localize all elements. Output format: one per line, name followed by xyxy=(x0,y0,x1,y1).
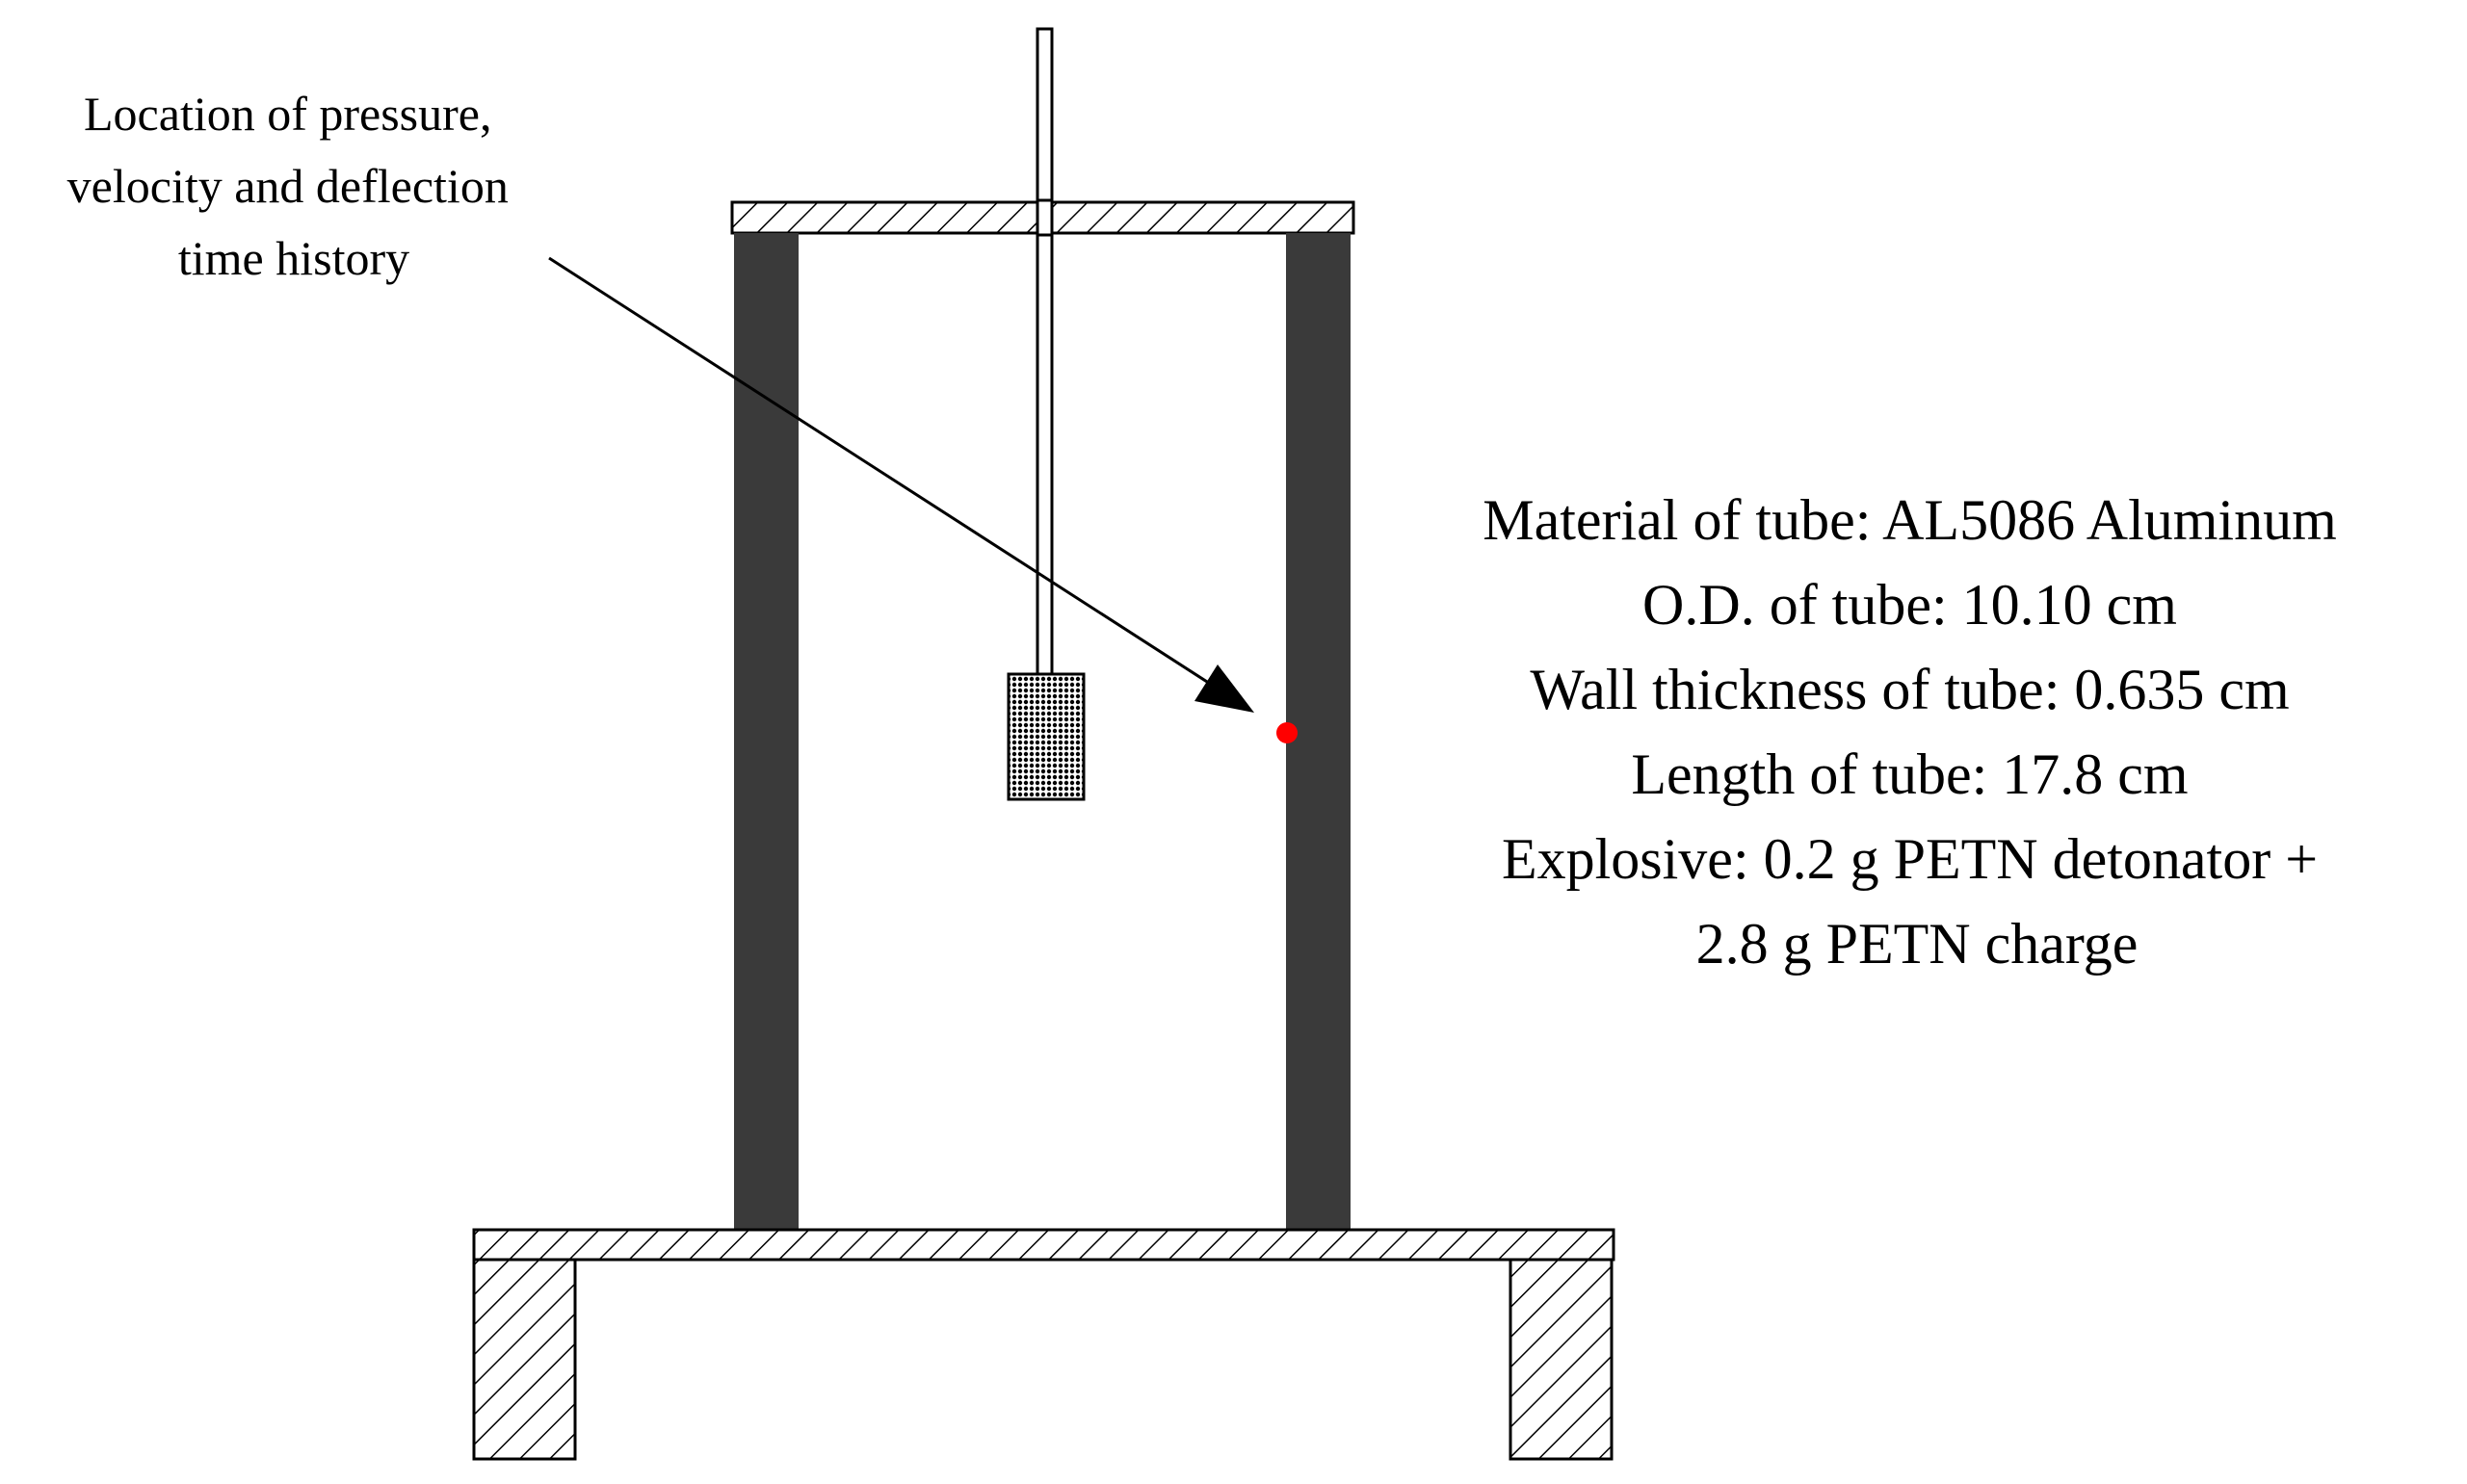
support-right xyxy=(1509,1258,1614,1461)
specifications-block: Material of tube: AL5086 Aluminum O.D. o… xyxy=(1483,488,2351,976)
explosive-charge xyxy=(1007,672,1086,801)
spec-explosive: Explosive: 0.2 g PETN detonator + xyxy=(1502,827,2318,891)
detonator-rod-through-cap xyxy=(1036,198,1054,237)
callout-arrow xyxy=(548,256,1248,710)
callout-label: Location of pressure, velocity and defle… xyxy=(67,87,521,285)
callout-line-1: Location of pressure, xyxy=(84,87,491,141)
support-left xyxy=(472,1258,577,1461)
base-plate xyxy=(472,1228,1615,1262)
spec-length: Length of tube: 17.8 cm xyxy=(1631,742,2188,806)
measurement-point xyxy=(1276,722,1298,743)
spec-material: Material of tube: AL5086 Aluminum xyxy=(1483,488,2337,552)
callout-arrowhead-icon xyxy=(1194,664,1254,713)
callout-line-2: velocity and deflection xyxy=(67,159,509,213)
spec-wall-thickness: Wall thickness of tube: 0.635 cm xyxy=(1530,658,2289,721)
spec-outer-diameter: O.D. of tube: 10.10 cm xyxy=(1642,573,2177,637)
spec-explosive-charge: 2.8 g PETN charge xyxy=(1696,912,2139,976)
callout-line-3: time history xyxy=(178,231,409,285)
